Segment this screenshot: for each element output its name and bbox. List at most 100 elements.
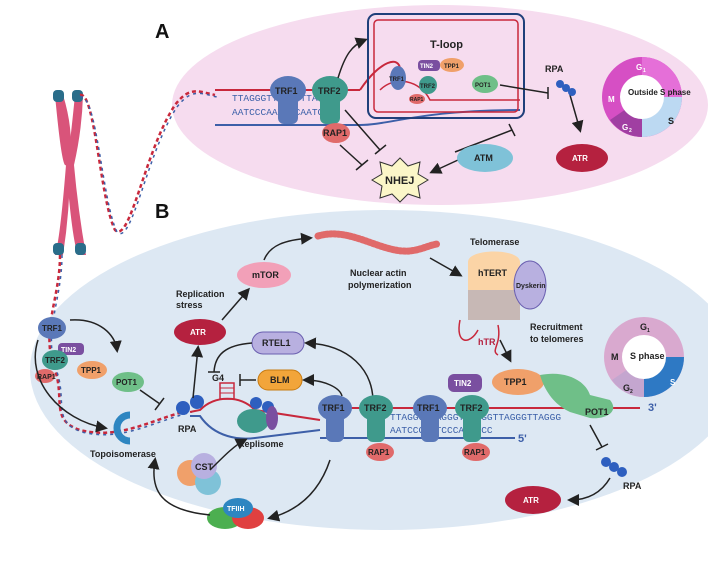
panel-a-rpa-label: RPA [545, 64, 564, 74]
nhej-label: NHEJ [385, 175, 414, 187]
cell-cycle-b-g1-sub: 1 [647, 328, 650, 334]
duplex-rap1-b: RAP1 [462, 443, 490, 461]
tloop-title: T-loop [430, 39, 463, 51]
panel-b-shelterin-left: TRF1 TIN2 TRF2 RAP1 TPP1 POT1 [35, 317, 144, 392]
cell-cycle-a-m: M [608, 95, 615, 104]
panel-b-atr-right: ATR [505, 486, 561, 514]
duplex-pot1: POT1 [540, 373, 614, 419]
telomerase: Telomerase hTERT Dyskerin hTR [458, 237, 547, 356]
panel-b-left-trf2: TRF2 [45, 356, 66, 365]
nuclear-actin-label-2: polymerization [348, 280, 412, 290]
cell-cycle-b-center: S phase [630, 351, 665, 361]
panel-a-atm: ATM [457, 144, 513, 172]
cell-cycle-a-g1-sub: 1 [643, 68, 646, 74]
panel-a-rpa: RPA [545, 64, 576, 96]
dna-strand-to-panel-a [79, 90, 216, 233]
cst-complex: CST [177, 453, 221, 495]
fork-rpa: RPA [176, 395, 274, 434]
g4-label: G4 [212, 373, 224, 383]
panel-a-rap1-label: RAP1 [323, 128, 347, 138]
mtor-label: mTOR [252, 270, 279, 280]
cell-cycle-s-phase: S phase G 1 S G 2 M [604, 317, 684, 397]
cell-cycle-a-g2: G [622, 123, 628, 132]
mtor: mTOR [237, 262, 291, 288]
panel-a-atr-label: ATR [572, 154, 588, 163]
panel-a-atr: ATR [556, 144, 608, 172]
end-3-prime: 3' [648, 402, 657, 414]
tloop-tin2: TIN2 [420, 64, 434, 70]
rtel1: RTEL1 [251, 331, 305, 355]
panel-a-atm-label: ATM [474, 153, 493, 163]
panel-b-left-tpp1: TPP1 [81, 366, 102, 375]
end-5-prime: 5' [518, 433, 527, 445]
panel-b-rpa-right: RPA [601, 457, 642, 491]
cell-cycle-a-center: Outside S phase [628, 88, 691, 97]
rtel1-label: RTEL1 [262, 338, 291, 348]
duplex-trf2-a: TRF2 [359, 395, 393, 442]
dyskerin-label: Dyskerin [516, 283, 546, 290]
replication-stress-label-1: Replication [176, 289, 225, 299]
panel-b-left-trf1: TRF1 [42, 324, 63, 333]
fork-rpa-label: RPA [178, 424, 197, 434]
duplex-tin2: TIN2 [448, 374, 482, 392]
duplex-trf2-b-label: TRF2 [460, 403, 483, 413]
duplex-trf1-a-label: TRF1 [322, 403, 345, 413]
duplex-trf1-b: TRF1 [413, 395, 447, 442]
duplex-pot1-label: POT1 [585, 407, 609, 417]
tloop-trf1: TRF1 [389, 77, 405, 83]
panel-b-seq-bottom: AATCCCAATCCCAATCCC [390, 425, 493, 436]
replication-stress-label-2: stress [176, 300, 203, 310]
tfiih-complex: TFIIH [207, 498, 264, 529]
actin-filament [314, 230, 441, 255]
cell-cycle-b-m: M [611, 352, 619, 362]
duplex-trf1-a: TRF1 [318, 395, 352, 442]
cell-cycle-a-g1: G [636, 63, 642, 72]
duplex-rap1-a-label: RAP1 [368, 448, 390, 457]
panel-b-atr-left-label: ATR [190, 328, 206, 337]
blm-label: BLM [270, 375, 290, 385]
nhej-burst: NHEJ [371, 157, 429, 203]
duplex-trf2-a-label: TRF2 [364, 403, 387, 413]
panel-b-atr-right-label: ATR [523, 496, 539, 505]
panel-b-left-pot1: POT1 [116, 378, 137, 387]
cst-label: CST [195, 462, 214, 472]
cell-cycle-b-g1: G [640, 322, 647, 332]
cell-cycle-a-s: S [668, 116, 674, 126]
replisome-label: Replisome [238, 439, 284, 449]
recruitment-label-2: to telomeres [530, 334, 584, 344]
duplex-rap1-b-label: RAP1 [464, 448, 486, 457]
duplex-tpp1-label: TPP1 [504, 377, 527, 387]
tloop-box: T-loop TRF1 TIN2 TPP1 TRF2 RAP1 POT1 [367, 13, 525, 119]
htr-label: hTR [478, 337, 496, 347]
panel-b-label: B [155, 201, 169, 223]
cell-cycle-b-g2-sub: 2 [630, 389, 633, 395]
panel-a-rap1: RAP1 [322, 123, 350, 143]
htert-label: hTERT [478, 268, 507, 278]
cell-cycle-b-g2: G [623, 383, 630, 393]
cell-cycle-outside-s: Outside S phase G 1 S G 2 M [602, 57, 691, 137]
topoisomerase: Topoisomerase [90, 411, 156, 459]
panel-a-trf1: TRF1 [270, 76, 306, 124]
panel-b-atr-left: ATR [174, 319, 226, 345]
panel-a-trf1-label: TRF1 [275, 86, 298, 96]
topoisomerase-label: Topoisomerase [90, 449, 156, 459]
panel-a-label: A [155, 21, 169, 43]
tloop-pot1: POT1 [475, 83, 491, 89]
tloop-trf2: TRF2 [420, 84, 436, 90]
panel-b-left-rap1: RAP1 [37, 374, 56, 381]
duplex-trf2-b: TRF2 [455, 395, 489, 442]
telomerase-label: Telomerase [470, 237, 519, 247]
tloop-tpp1: TPP1 [444, 64, 460, 70]
recruitment-label-1: Recruitment [530, 322, 583, 332]
duplex-tpp1: TPP1 [492, 369, 544, 395]
panel-b-rpa-right-label: RPA [623, 481, 642, 491]
replisome: Replisome [237, 406, 284, 449]
duplex-tin2-label: TIN2 [454, 379, 472, 388]
duplex-rap1-a: RAP1 [366, 443, 394, 461]
chromosome [53, 90, 86, 255]
tfiih-label: TFIIH [227, 506, 245, 513]
duplex-trf1-b-label: TRF1 [417, 403, 440, 413]
panel-a-trf2-label: TRF2 [318, 86, 341, 96]
